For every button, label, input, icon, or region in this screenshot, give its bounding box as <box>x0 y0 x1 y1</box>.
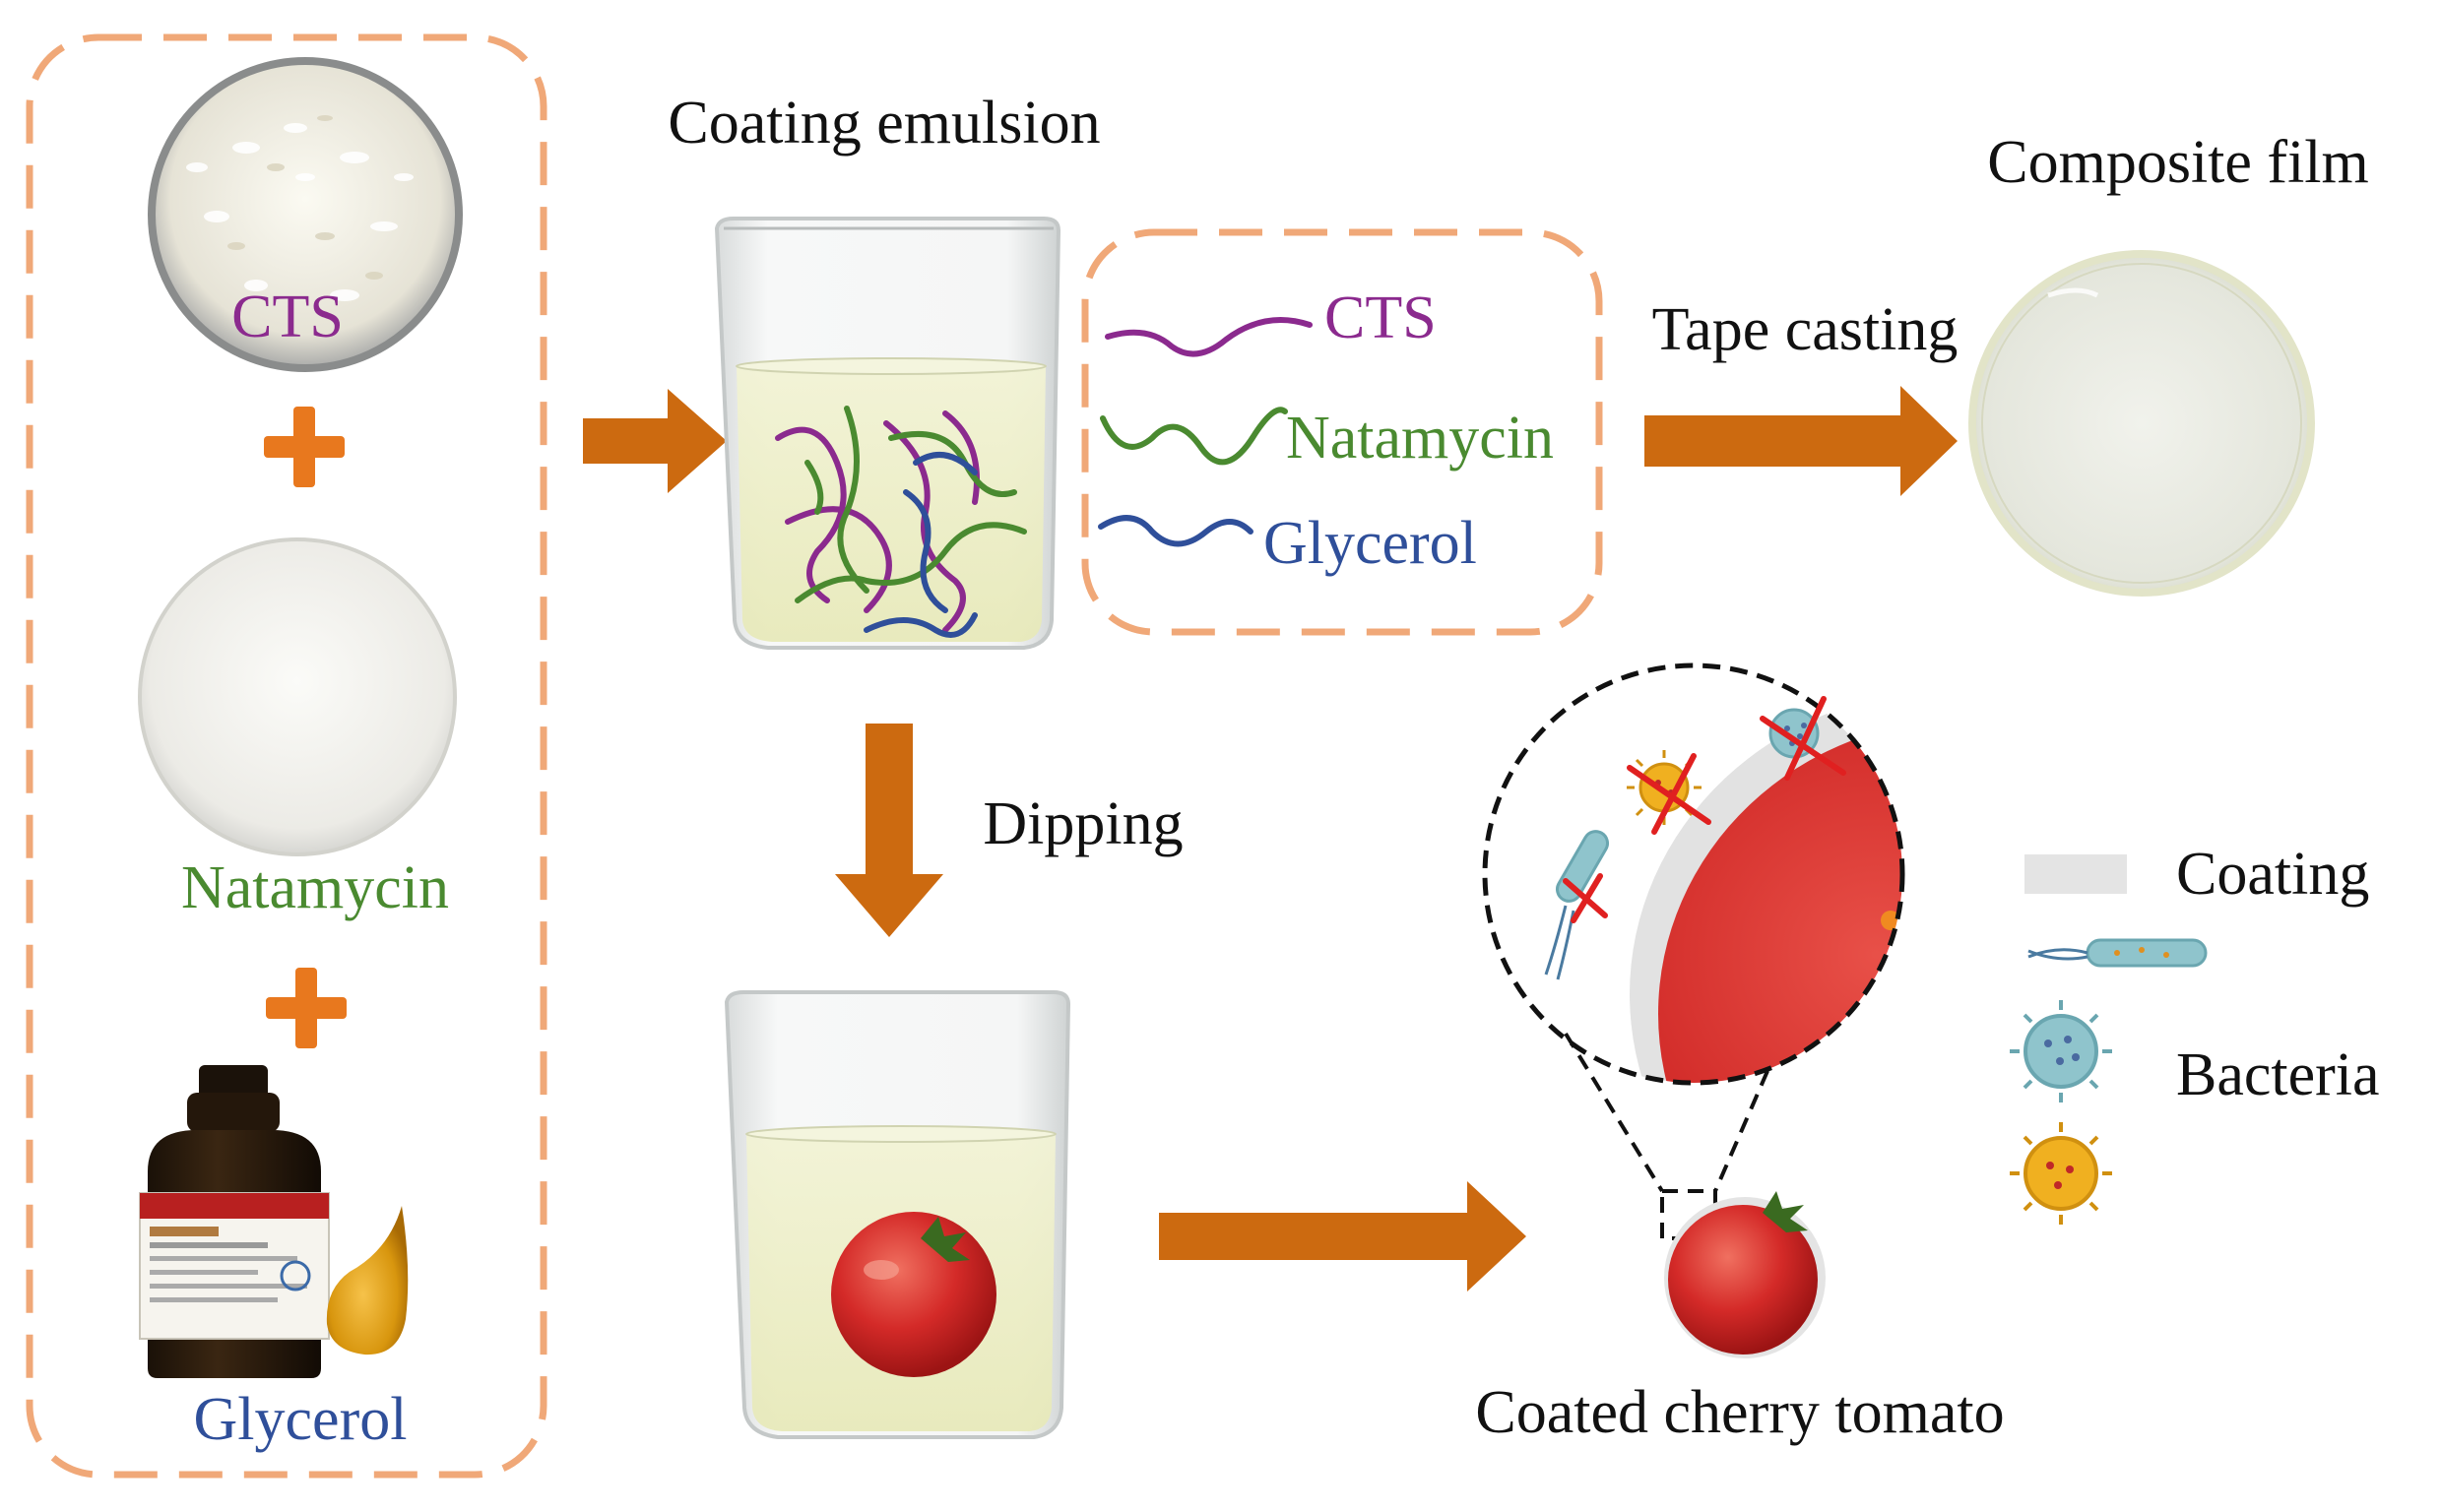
cts-powder-label: CTS <box>231 284 344 350</box>
cts-powder-dish <box>148 57 463 372</box>
plus-icon <box>266 968 347 1048</box>
cross-mark-icon <box>1627 753 1711 835</box>
cross-mark-icon <box>1760 696 1846 781</box>
ingredients-dashed-box <box>26 33 547 1479</box>
arrow-right-icon <box>583 389 727 493</box>
legend-natamycin-label: Natamycin <box>1286 405 1554 472</box>
arrow-right-icon <box>1159 1181 1526 1292</box>
virus-icon <box>2010 1000 2112 1102</box>
petri-dish-icon <box>1968 250 2315 597</box>
virus-icon <box>2010 1122 2112 1225</box>
tape-casting-label: Tape casting <box>1652 296 1959 363</box>
legend-glycerol-label: Glycerol <box>1263 510 1477 577</box>
legend-coating-label: Coating <box>2176 841 2369 908</box>
polymer-chains <box>775 406 1027 638</box>
arrow-right-icon <box>1644 386 1958 496</box>
arrow-down-icon <box>835 724 943 937</box>
magnified-view <box>1482 662 1905 1086</box>
dipping-label: Dipping <box>983 790 1183 857</box>
glycerol-bottle-label: Glycerol <box>194 1386 408 1453</box>
legend-cts-label: CTS <box>1324 284 1437 351</box>
glycerol-chain-icon <box>1098 515 1253 547</box>
natamycin-powder-label: Natamycin <box>181 854 449 921</box>
coating-swatch <box>2024 854 2127 894</box>
components-dashed-box <box>1081 228 1603 636</box>
natamycin-chain-icon <box>1100 407 1288 466</box>
legend-bacteria-label: Bacteria <box>2176 1041 2380 1108</box>
glycerol-droplet-icon <box>326 1206 409 1355</box>
plus-icon <box>264 407 345 487</box>
composite-film-title: Composite film <box>1987 129 2369 196</box>
glycerol-bottle <box>139 1065 330 1378</box>
coated-cherry-tomato-label: Coated cherry tomato <box>1475 1379 2004 1446</box>
cts-chain-icon <box>1105 317 1313 357</box>
coating-emulsion-title: Coating emulsion <box>668 90 1100 157</box>
natamycin-powder-dish <box>138 537 457 856</box>
tomato-icon <box>831 1212 996 1377</box>
coated-tomato-icon <box>1664 1191 1826 1358</box>
cross-mark-icon <box>1563 873 1608 923</box>
bacteria-icon <box>2027 938 2208 968</box>
